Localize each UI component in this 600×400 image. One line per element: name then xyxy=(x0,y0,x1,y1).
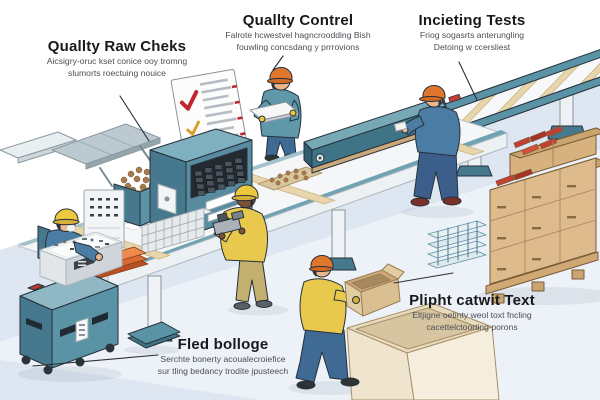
pallet-stack xyxy=(485,125,600,304)
leader-field-package xyxy=(32,354,159,367)
sorting-worker-arm xyxy=(73,241,103,263)
inspector-worker xyxy=(249,67,302,162)
check-mark-icon xyxy=(186,120,201,136)
striped-packages xyxy=(427,220,487,269)
hard-hat-icon xyxy=(422,85,446,100)
small-open-box xyxy=(344,263,405,317)
metal-basket xyxy=(141,207,213,255)
leader-lines xyxy=(32,55,478,367)
floor-lid xyxy=(127,321,181,349)
infeed-table xyxy=(0,123,161,187)
scanner-device xyxy=(212,210,245,236)
leader-raw-checks xyxy=(119,95,150,142)
check-mark-icon xyxy=(179,89,199,111)
parts-tray xyxy=(257,166,323,191)
leader-right-caption xyxy=(393,272,454,284)
big-cardboard-box xyxy=(346,302,500,400)
leader-incoming-tests xyxy=(458,61,478,101)
line-worker xyxy=(393,85,462,207)
rolling-cart xyxy=(19,271,119,375)
hard-hat-icon xyxy=(310,255,334,270)
leader-quality-control xyxy=(272,55,284,71)
scanner-worker xyxy=(212,184,273,310)
hard-hat-icon xyxy=(269,67,293,82)
